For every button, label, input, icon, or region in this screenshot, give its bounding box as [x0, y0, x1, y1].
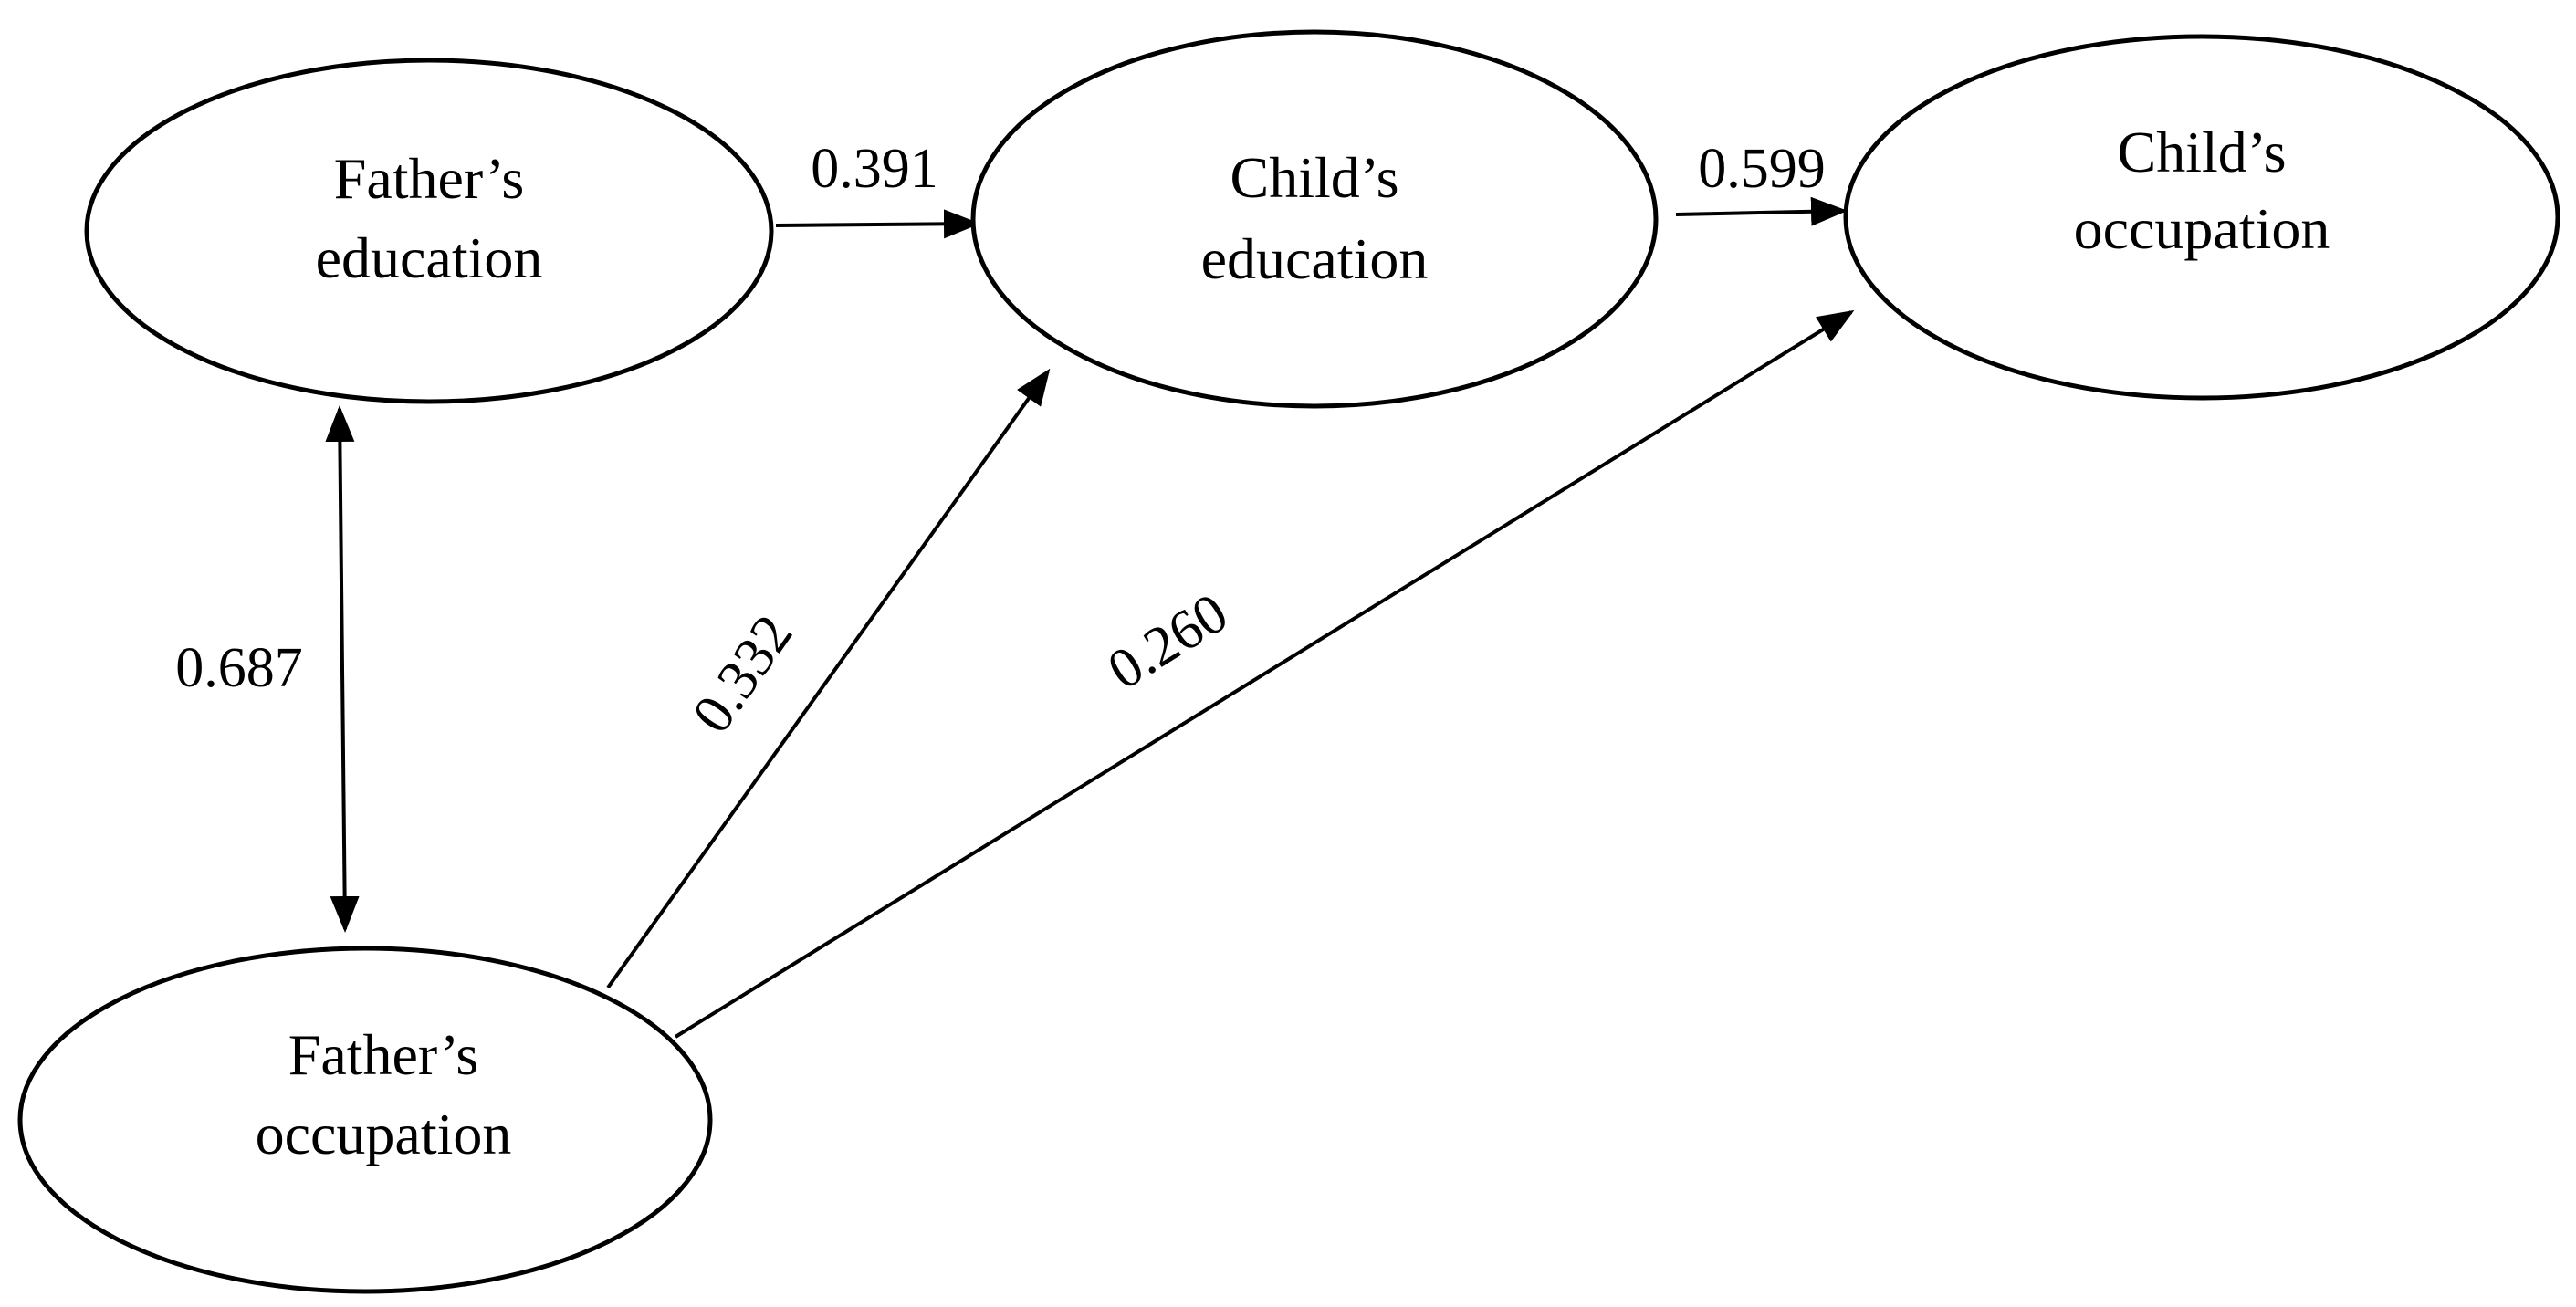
edge-label-fathers-education-to-childs-education: 0.391	[811, 138, 938, 200]
node-childs-education: Child’s education	[970, 29, 1659, 409]
node-fathers-education-line1: Father’s	[334, 146, 525, 211]
edge-label-fathers-occupation-to-childs-education: 0.332	[681, 604, 805, 744]
node-fathers-occupation: Father’s occupation	[17, 946, 713, 1294]
node-fathers-occupation-line2: occupation	[256, 1102, 512, 1166]
edge-fathers-education-to-childs-education	[775, 209, 980, 239]
edge-fathers-education-fathers-occupation-correlation	[325, 405, 360, 933]
edge-fathers-occupation-to-childs-education	[606, 368, 1051, 989]
node-childs-occupation-line1: Child’s	[2118, 120, 2287, 184]
node-fathers-education: Father’s education	[84, 58, 774, 404]
edge-fathers-occupation-to-childs-occupation	[674, 309, 1855, 1039]
edge-label-fathers-education-fathers-occupation-correlation: 0.687	[175, 637, 303, 699]
node-childs-occupation-line2: occupation	[2074, 196, 2330, 261]
node-fathers-education-line2: education	[316, 225, 543, 290]
edge-childs-education-to-childs-occupation	[1675, 196, 1848, 226]
node-childs-occupation: Child’s occupation	[1843, 34, 2560, 401]
node-fathers-occupation-line1: Father’s	[288, 1022, 479, 1087]
edge-label-fathers-occupation-to-childs-occupation: 0.260	[1097, 581, 1238, 702]
node-childs-education-line1: Child’s	[1230, 145, 1399, 210]
edge-label-childs-education-to-childs-occupation: 0.599	[1698, 138, 1826, 200]
node-childs-education-line2: education	[1201, 226, 1429, 291]
